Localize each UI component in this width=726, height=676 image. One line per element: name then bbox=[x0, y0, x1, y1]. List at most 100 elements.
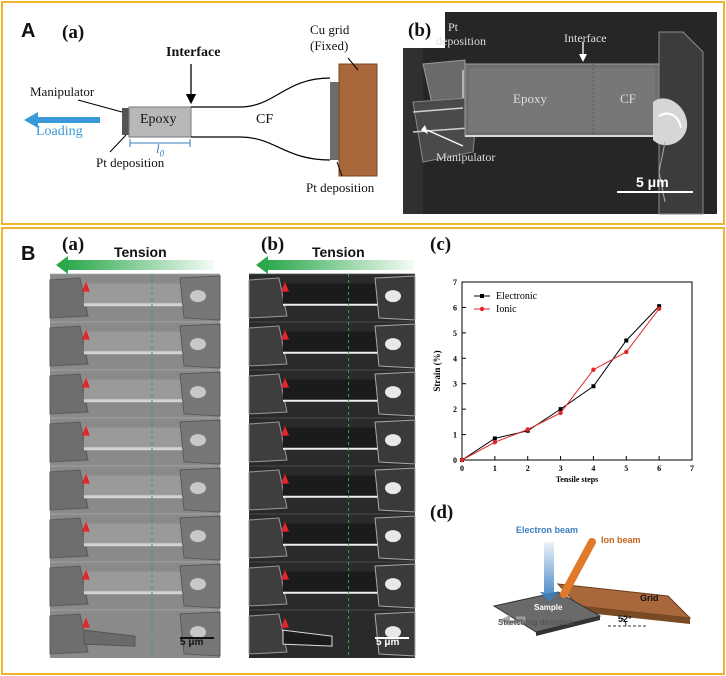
data-point-ionic bbox=[492, 440, 498, 445]
stretching-arrow bbox=[510, 616, 526, 624]
legend-marker bbox=[479, 306, 485, 312]
grid-bright-spot bbox=[385, 290, 401, 303]
x-tick-label: 5 bbox=[624, 464, 628, 473]
strip-b-scale-label: 5 μm bbox=[376, 637, 400, 648]
x-tick-label: 7 bbox=[690, 464, 694, 473]
grid-bright-spot bbox=[190, 338, 206, 351]
data-point-electronic bbox=[558, 407, 563, 412]
data-point-ionic bbox=[656, 306, 662, 311]
specimen-body bbox=[84, 283, 184, 305]
grid-bright-spot bbox=[190, 530, 206, 543]
data-point-ionic bbox=[591, 367, 596, 372]
specimen-body bbox=[283, 379, 379, 401]
stretching-direction-label: Stretching direction bbox=[498, 618, 574, 627]
panel-b-letter: B bbox=[21, 243, 36, 265]
interface-marker bbox=[281, 329, 289, 340]
sem-cf-label: CF bbox=[620, 91, 636, 106]
interface-marker bbox=[82, 281, 90, 292]
manipulator-region bbox=[248, 421, 288, 463]
interface-marker bbox=[82, 425, 90, 436]
grid-bright-spot bbox=[190, 482, 206, 495]
data-point-electronic bbox=[591, 384, 596, 389]
interface-marker bbox=[82, 617, 90, 628]
manipulator-region bbox=[49, 421, 89, 463]
specimen-body bbox=[84, 571, 184, 593]
sem-epoxy-label: Epoxy bbox=[513, 91, 547, 106]
interface-marker bbox=[281, 473, 289, 484]
legend-label: Electronic bbox=[496, 291, 538, 302]
interface-marker bbox=[281, 569, 289, 580]
sem-manipulator-label: Manipulator bbox=[436, 150, 496, 164]
panel-a-a-label: (a) bbox=[62, 22, 85, 43]
ion-beam bbox=[560, 538, 596, 598]
data-point-ionic bbox=[558, 410, 563, 416]
specimen-body bbox=[283, 331, 379, 353]
cf-label: CF bbox=[256, 112, 274, 127]
data-point-ionic bbox=[525, 427, 530, 432]
grid-bright-spot bbox=[385, 530, 401, 543]
interface-marker bbox=[82, 521, 90, 532]
x-axis-label: Tensile steps bbox=[556, 475, 599, 484]
data-point-electronic bbox=[624, 338, 629, 343]
manipulator-tip bbox=[122, 108, 129, 135]
specimen-body bbox=[283, 283, 379, 305]
manipulator-region bbox=[248, 469, 288, 511]
epoxy-block bbox=[128, 106, 192, 138]
specimen-body bbox=[283, 427, 379, 449]
beam-geometry-schematic bbox=[492, 538, 692, 636]
interface-marker bbox=[281, 425, 289, 436]
grid-bright-spot bbox=[385, 482, 401, 495]
y-tick-label: 4 bbox=[453, 354, 457, 363]
specimen-body bbox=[84, 427, 184, 449]
manipulator-region bbox=[248, 517, 288, 559]
sem-interface-label: Interface bbox=[564, 31, 607, 45]
data-point-electronic bbox=[492, 436, 497, 441]
grid-bright-spot bbox=[385, 338, 401, 351]
sem-strip-ionic bbox=[248, 273, 416, 658]
sem-pt-label-2: deposition bbox=[436, 34, 486, 48]
sem-pt-label-1: Pt bbox=[448, 20, 459, 34]
manipulator-region bbox=[248, 565, 288, 607]
cu-grid bbox=[338, 63, 378, 177]
carbon-fiber-outline bbox=[191, 77, 331, 161]
pt-deposition-right-label: Pt deposition bbox=[306, 180, 375, 195]
series-line-electronic bbox=[461, 305, 660, 461]
sem-image-a-b bbox=[403, 12, 717, 215]
cu-grid-label-line2: (Fixed) bbox=[310, 38, 349, 53]
panel-a-b-label: (b) bbox=[408, 20, 432, 41]
specimen-body bbox=[84, 379, 184, 401]
manipulator-region bbox=[248, 325, 288, 367]
fractured-specimen bbox=[83, 629, 136, 647]
x-tick-label: 0 bbox=[460, 464, 464, 473]
legend-label: Ionic bbox=[496, 304, 517, 315]
fractured-specimen bbox=[282, 629, 333, 647]
manipulator-region bbox=[49, 517, 89, 559]
loading-label: Loading bbox=[36, 124, 83, 139]
x-tick-label: 2 bbox=[526, 464, 530, 473]
manipulator-region bbox=[248, 373, 288, 415]
grid-bright-spot bbox=[190, 290, 206, 303]
legend-marker bbox=[480, 294, 484, 298]
electron-beam-label: Electron beam bbox=[516, 525, 579, 535]
grid-bright-spot bbox=[385, 626, 401, 639]
data-point-electronic bbox=[657, 304, 662, 309]
y-tick-label: 2 bbox=[453, 405, 457, 414]
grid-bright-spot bbox=[190, 578, 206, 591]
y-tick-label: 1 bbox=[453, 431, 457, 440]
panel-b-c-label: (c) bbox=[430, 234, 452, 255]
strip-a-scale-label: 5 μm bbox=[180, 637, 204, 648]
x-tick-label: 6 bbox=[657, 464, 661, 473]
pt-deposition-left-label: Pt deposition bbox=[96, 155, 165, 170]
interface-marker bbox=[281, 521, 289, 532]
interface-label: Interface bbox=[166, 45, 221, 60]
tension-label-a: Tension bbox=[114, 244, 167, 260]
grid-bright-spot bbox=[190, 434, 206, 447]
l0-label: l0 bbox=[156, 141, 165, 159]
manipulator-region bbox=[49, 565, 89, 607]
panel-b-b-label: (b) bbox=[261, 234, 285, 255]
interface-marker bbox=[281, 281, 289, 292]
manipulator-region bbox=[49, 325, 89, 367]
grid-bright-spot bbox=[385, 386, 401, 399]
plot-frame bbox=[461, 281, 693, 461]
